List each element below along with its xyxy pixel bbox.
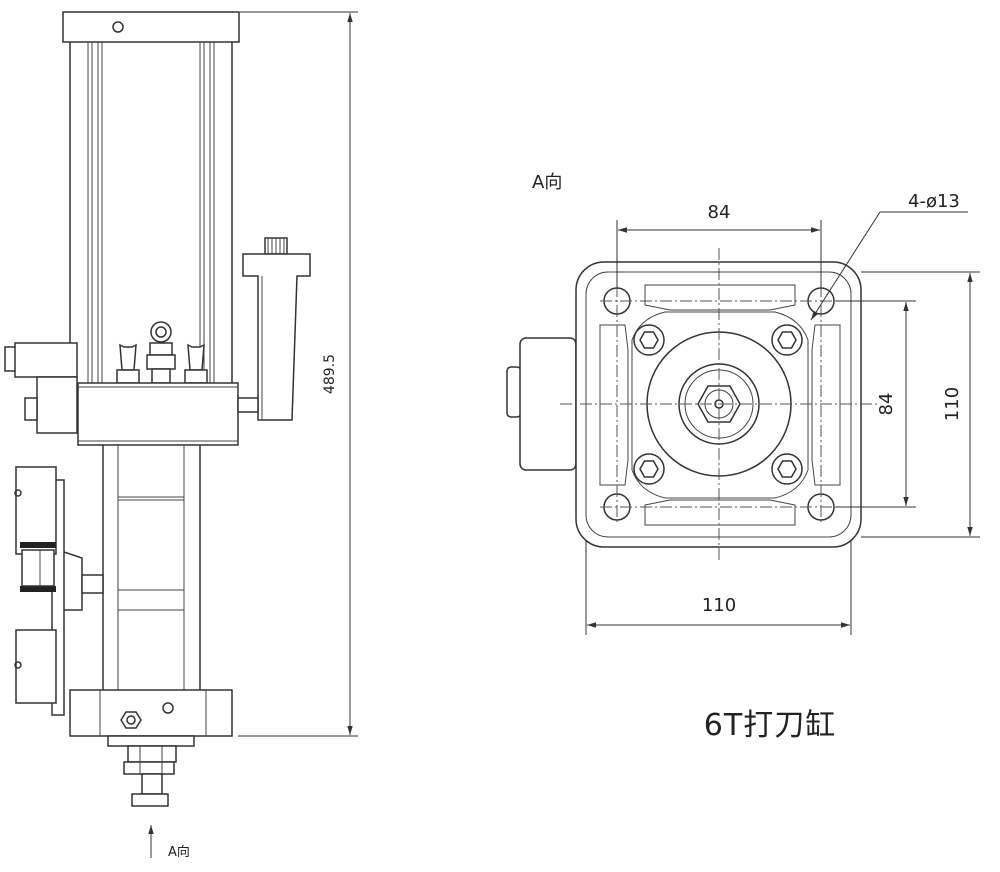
bottom-dim-label: 110 — [702, 595, 736, 616]
drawbar — [107, 735, 195, 807]
end-view-title: A向 — [532, 172, 562, 193]
top-cap-port-icon — [112, 21, 124, 33]
side-boss — [506, 337, 586, 471]
outer-height-dimension: 110 — [861, 271, 980, 538]
bottom-dimension: 110 — [585, 540, 852, 635]
solenoid-valve — [4, 342, 78, 434]
bottom-block — [69, 689, 233, 737]
hole-callout: 4-ø13 — [810, 191, 968, 321]
cylinder-barrel — [69, 42, 233, 383]
lower-body — [102, 445, 201, 690]
switch-plate — [14, 466, 104, 716]
outer-height-dim-label: 110 — [942, 387, 963, 421]
centerlines — [560, 248, 878, 560]
hex-bolts — [633, 324, 803, 485]
sensor-bracket — [237, 237, 311, 421]
hole-callout-label: 4-ø13 — [908, 191, 960, 212]
side-view: 489.5 A向 — [4, 11, 358, 860]
inner-height-dimension: 84 — [836, 300, 916, 508]
height-dimension: 489.5 — [238, 11, 358, 737]
direction-label: A向 — [168, 844, 190, 860]
inner-height-dim-label: 84 — [876, 393, 897, 416]
fittings — [116, 321, 208, 384]
view-direction-arrow: A向 — [148, 825, 190, 860]
top-dim-label: 84 — [708, 202, 731, 223]
drawing-caption: 6T打刀缸 — [703, 708, 837, 743]
flange-pockets — [599, 284, 841, 526]
top-cap — [62, 11, 240, 43]
end-view: A向 — [506, 172, 980, 635]
height-dim-label: 489.5 — [322, 354, 338, 394]
top-dimension: 84 — [616, 202, 822, 288]
middle-block — [77, 382, 239, 446]
